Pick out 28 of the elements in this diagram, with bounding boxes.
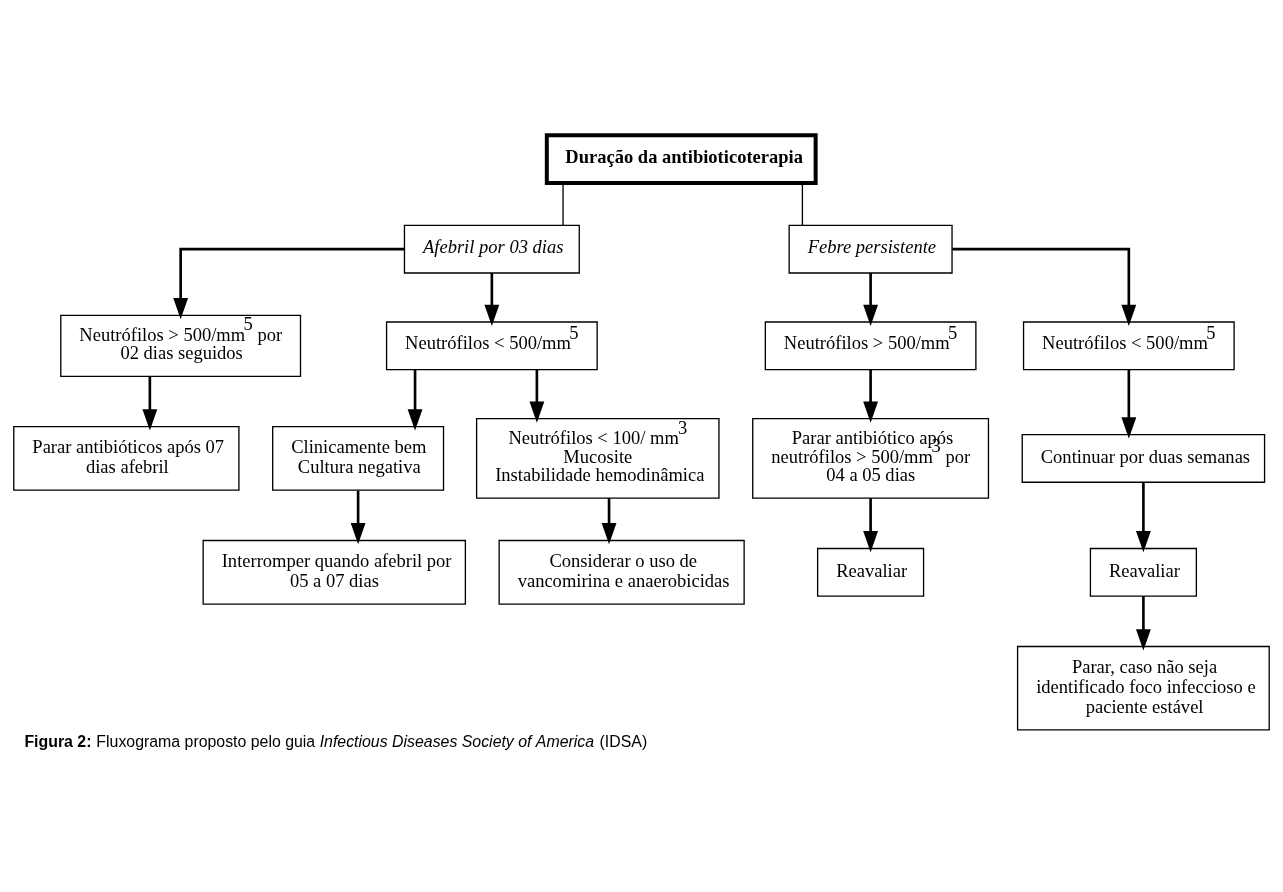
arrow	[407, 369, 423, 430]
arrow	[484, 272, 500, 326]
arrow	[1135, 595, 1151, 650]
connector	[562, 182, 564, 226]
arrow	[173, 247, 405, 319]
arrow	[952, 247, 1137, 326]
arrow	[529, 369, 545, 423]
node-box: Considerar o uso de vancomirina e anaerobicidas	[498, 539, 745, 605]
caption: Figura 2: Fluxograma proposto pelo guia Infectious Diseases Society of America (IDSA)	[24, 732, 648, 750]
node-box: Afebril por 03 dias	[403, 224, 580, 274]
arrow	[863, 272, 879, 326]
arrow	[350, 490, 366, 544]
arrow	[863, 369, 879, 423]
arrow	[863, 497, 879, 552]
arrow	[601, 497, 617, 544]
node-box: Clinicamente bem Cultura negativa	[272, 425, 445, 491]
node-box: Interromper quando afebril por 05 a 07 dias	[202, 539, 467, 605]
arrow	[1121, 369, 1137, 439]
node-box: Reavaliar	[816, 547, 925, 597]
arrow	[1135, 482, 1151, 552]
node-box: Duração da antibioticoterapia	[544, 132, 818, 185]
arrow	[142, 376, 158, 431]
node-box: Parar, caso não seja identificado foco infeccioso e paciente estável	[1016, 645, 1270, 731]
node-box: Febre persistente	[788, 224, 953, 274]
connector	[801, 182, 804, 226]
node-box: Parar antibióticos após 07 dias afebril	[13, 425, 240, 491]
node-box: Continuar por duas semanas	[1021, 433, 1266, 483]
node-box: Reavaliar	[1089, 547, 1198, 597]
